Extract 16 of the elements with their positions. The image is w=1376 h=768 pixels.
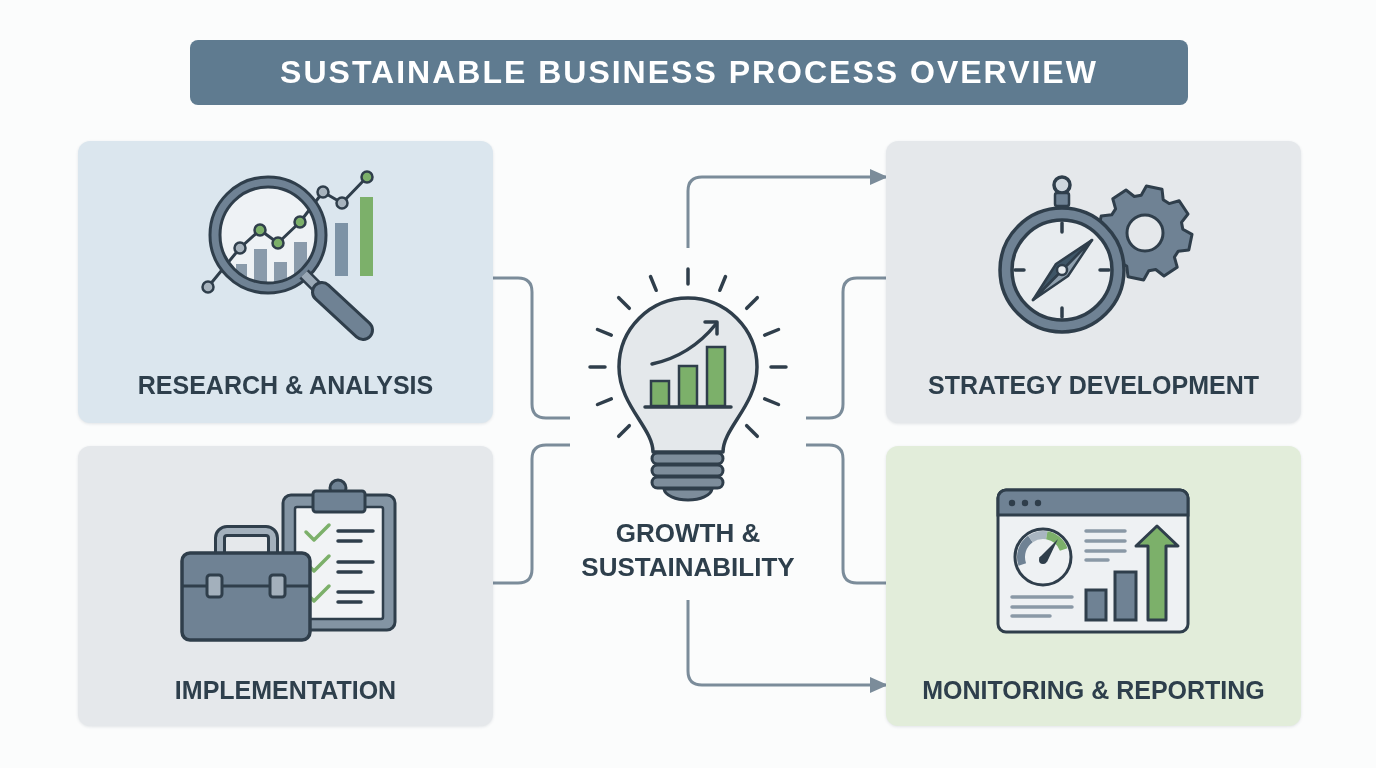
connector-arrow	[686, 600, 888, 693]
step-label: MONITORING & REPORTING	[922, 675, 1265, 705]
connector-line	[806, 276, 886, 420]
step-label: IMPLEMENTATION	[174, 675, 397, 705]
connector-line	[493, 443, 570, 585]
connector-arrow	[686, 169, 888, 248]
process-card	[886, 141, 1301, 423]
process-card	[78, 446, 493, 726]
process-card	[886, 446, 1301, 726]
connector-line	[806, 443, 886, 585]
center-label: GROWTH & SUSTAINABILITY	[580, 517, 796, 584]
title-banner: SUSTAINABLE BUSINESS PROCESS OVERVIEW	[190, 40, 1188, 105]
connector-line	[493, 276, 570, 420]
process-card	[78, 141, 493, 423]
step-label: STRATEGY DEVELOPMENT	[927, 370, 1260, 400]
step-label: RESEARCH & ANALYSIS	[137, 370, 434, 400]
